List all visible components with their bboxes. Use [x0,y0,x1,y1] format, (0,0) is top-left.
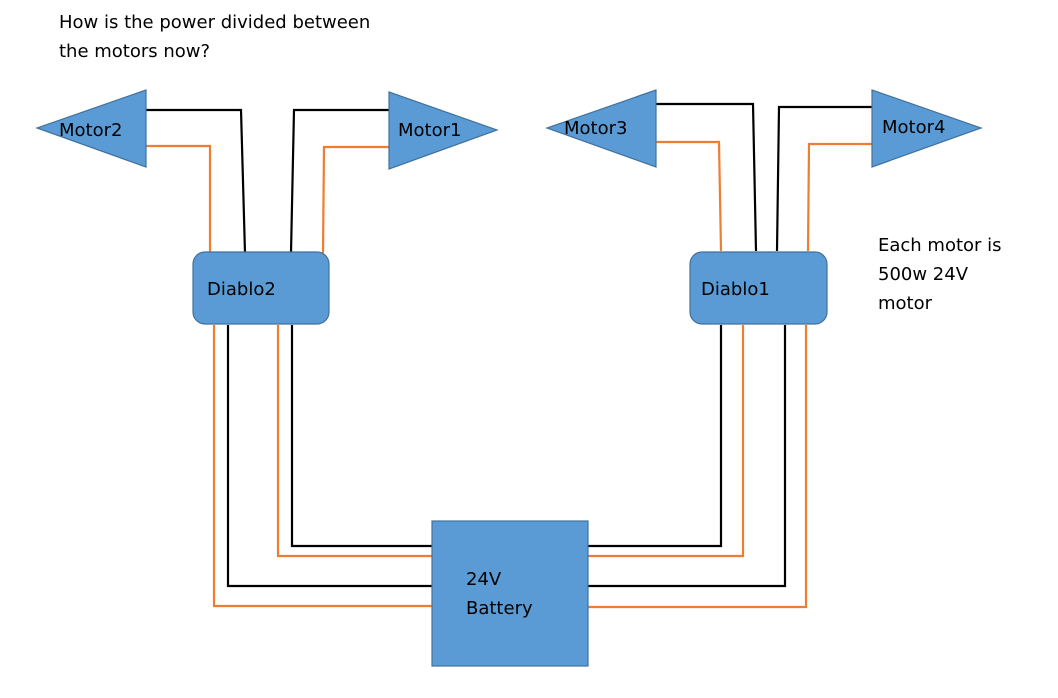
wire-motor2-negative [139,108,247,254]
wire-motor1-negative [289,108,390,254]
battery-box [431,520,589,667]
wire-diablo1-battery-positive-outer [588,325,808,609]
motor2-label: Motor2 [59,120,122,141]
motor4-label: Motor4 [882,117,945,138]
motor1-triangle [388,91,499,170]
wire-diablo1-battery-negative-inner [588,325,723,548]
battery-label-line2: Battery [466,598,533,619]
wire-motor1-positive [321,145,390,254]
motor4-shape: Motor4 [871,89,983,168]
wire-diablo2-battery-negative-outer [226,325,432,588]
diablo1-controller: Diablo1 [689,251,828,325]
motor1-label: Motor1 [398,120,461,141]
motor2-triangle [35,89,147,168]
diablo1-label: Diablo1 [701,279,770,300]
wire-diablo1-battery-negative-outer [588,325,787,588]
wire-diablo2-battery-positive-outer [212,325,432,608]
wire-diablo2-battery-positive-inner [276,325,432,558]
diablo1-box [689,251,828,325]
wire-diablo1-battery-positive-inner [588,325,745,558]
wire-motor3-positive [656,140,723,252]
motor1-shape: Motor1 [388,91,499,170]
wire-motor4-negative [775,105,875,252]
diablo2-box [192,251,330,325]
motor3-shape: Motor3 [545,89,657,168]
diablo2-controller: Diablo2 [192,251,330,325]
motor2-shape: Motor2 [35,89,147,168]
wire-diablo2-battery-negative-inner [290,325,432,548]
motor4-triangle [871,89,983,168]
battery-label-line1: 24V [466,569,502,590]
battery: 24V Battery [431,520,589,667]
wire-motor4-positive [806,142,874,252]
motor-spec-note: Each motor is 500w 24V motor [878,235,1002,314]
question-text: How is the power divided between the mot… [59,12,371,62]
wire-motor2-positive [146,144,212,253]
diablo2-label: Diablo2 [207,279,276,300]
motor3-label: Motor3 [564,118,627,139]
wire-motor3-negative [656,102,758,252]
motor3-triangle [545,89,657,168]
